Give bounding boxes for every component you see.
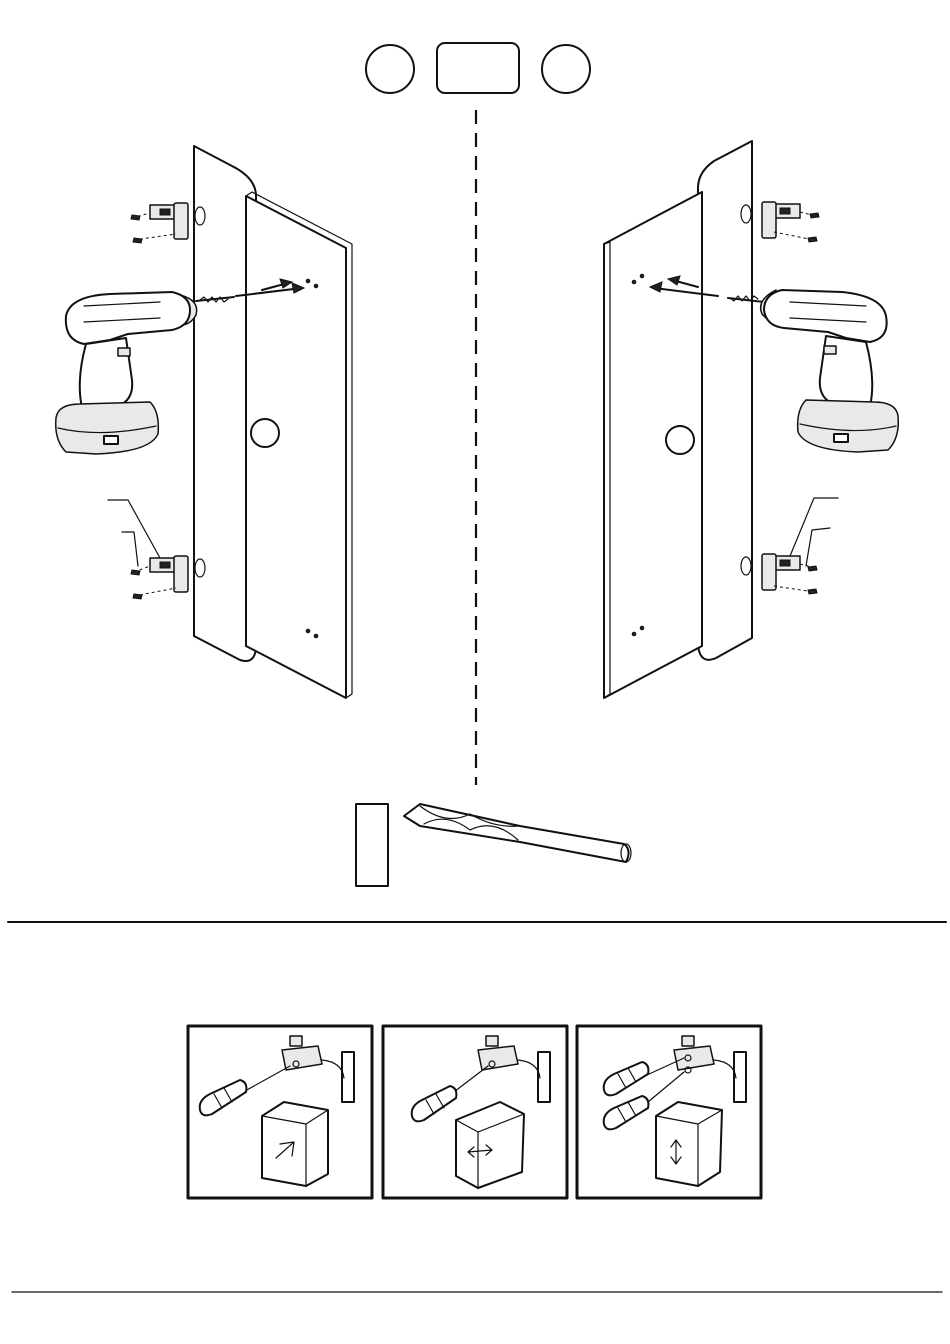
left-top-screw-b [133,238,142,243]
left-part-circle [366,45,414,93]
adjustment-panel-horizontal [383,1026,567,1198]
adjustment-panel-depth [188,1026,372,1198]
drill-bit [404,804,631,862]
hinge-adjustment-panels [188,1026,761,1198]
right-cordless-drill [728,290,898,452]
left-door-assembly [56,146,352,698]
drill-bit-callout [356,804,631,886]
right-side-panel [698,141,752,660]
right-door-assembly [604,141,898,698]
left-pilot-hole-top-a [306,279,310,283]
left-pilot-hole-bottom-a [306,629,310,633]
adjustment-panel-vertical [577,1026,761,1198]
left-pilot-hole-top-b [314,284,318,288]
step-quantity-box [437,43,519,93]
right-part-circle [542,45,590,93]
left-top-screw-a [131,215,140,220]
right-bottom-hinge [741,498,838,594]
right-pilot-hole-top-b [632,280,636,284]
left-pilot-hole-bottom-b [314,634,318,638]
right-pilot-hole-bottom-b [632,632,636,636]
right-pilot-hole-bottom-a [640,626,644,630]
drill-bit-size-box [356,804,388,886]
header-markers [366,43,590,93]
right-door-panel [604,192,702,698]
left-bottom-hinge [108,500,205,599]
right-pilot-hole-top-a [640,274,644,278]
